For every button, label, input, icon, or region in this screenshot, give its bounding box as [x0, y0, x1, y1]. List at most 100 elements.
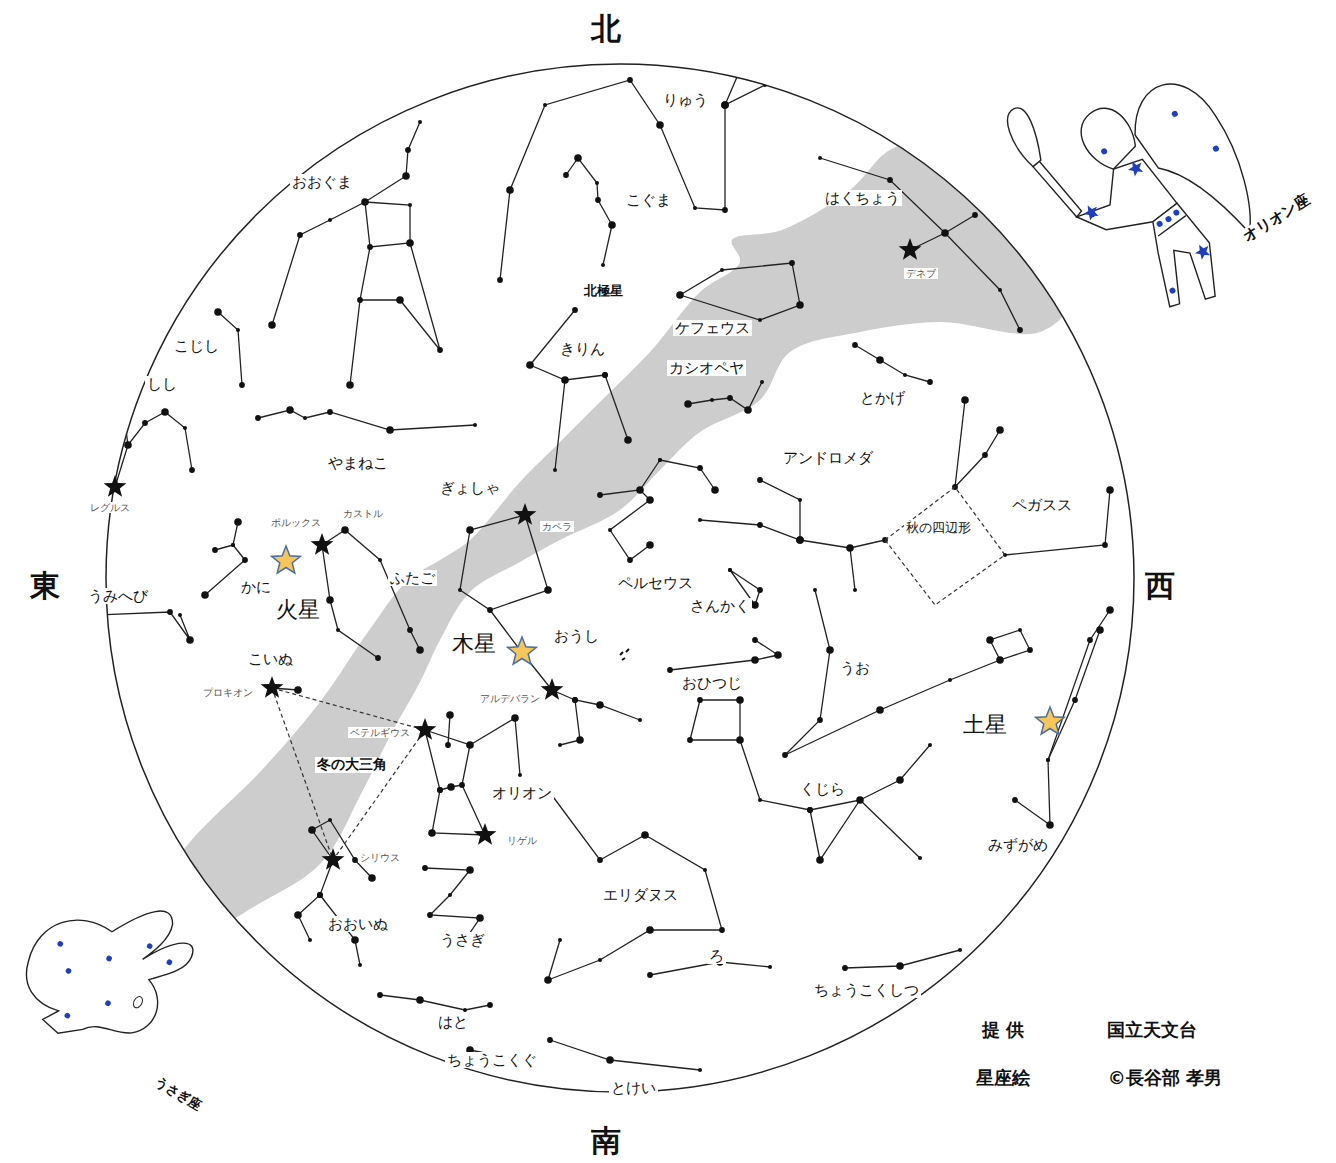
star-dot: [1012, 797, 1018, 803]
star-dot: [186, 636, 194, 644]
star-dot: [697, 697, 703, 703]
constellation-name: とかげ: [858, 390, 907, 407]
star-dot: [446, 711, 454, 719]
star-dot: [796, 536, 804, 544]
hare-star-dot: [64, 1012, 72, 1020]
orion-star-dot: [1168, 287, 1176, 295]
star-dot: [543, 103, 547, 107]
constellation-line: [1048, 630, 1100, 760]
constellation-line: [322, 545, 378, 658]
constellation-line: [470, 718, 520, 775]
star-dot: [406, 239, 414, 247]
constellation-name: ろ: [707, 948, 726, 965]
constellation-name: りゅう: [661, 92, 710, 109]
star-dot: [1046, 758, 1050, 762]
star-dot: [982, 452, 988, 458]
star-dot: [813, 588, 817, 592]
star-dot: [88, 684, 96, 692]
star-dot: [852, 342, 858, 348]
star-dot: [518, 773, 522, 777]
star-dot: [326, 596, 334, 604]
star-dot: [608, 221, 616, 229]
constellation-line: [760, 480, 800, 540]
star-dot: [807, 807, 813, 813]
constellation-line: [448, 715, 450, 745]
star-dot: [641, 831, 649, 839]
star-dot: [774, 651, 782, 659]
star-dot: [627, 557, 633, 563]
star-dot: [728, 568, 732, 572]
star-dot: [497, 277, 503, 283]
star-dot: [602, 372, 608, 378]
star-dot: [711, 486, 719, 494]
star-dot: [638, 718, 642, 722]
star-dot: [722, 207, 728, 213]
constellation-line: [955, 430, 1000, 487]
bright-star-symbol: [311, 533, 334, 555]
orion-star-dot: [1212, 145, 1220, 153]
star-dot: [308, 938, 312, 942]
star-dot: [846, 544, 854, 552]
hare-star-dot: [65, 967, 73, 975]
constellation-line: [425, 868, 480, 940]
star-dot: [214, 308, 222, 316]
constellation-line: [955, 400, 965, 487]
constellation-name: ペガスス: [1010, 497, 1074, 514]
star-dot: [744, 406, 752, 414]
star-dot: [545, 977, 551, 983]
constellation-line: [425, 730, 485, 835]
star-dot: [595, 197, 601, 203]
star-name: プロキオン: [201, 687, 255, 698]
star-dot: [796, 301, 804, 309]
star-dot: [422, 865, 428, 871]
constellation-name: ペルセウス: [616, 575, 695, 592]
constellation-line: [605, 375, 628, 440]
constellation-line: [312, 820, 372, 878]
star-dot: [561, 376, 569, 384]
bright-star-symbol: [414, 718, 437, 740]
star-dot: [268, 321, 276, 329]
star-dot: [595, 181, 599, 185]
hare-outline: [3, 865, 204, 1072]
star-dot: [997, 657, 1003, 663]
star-dot: [402, 172, 410, 180]
asterism-name: 冬の大三角: [315, 757, 389, 772]
constellation-name: おおいぬ: [326, 916, 390, 933]
star-dot: [368, 874, 376, 882]
sky-disc: [106, 64, 1134, 1092]
constellation-name: おうし: [552, 628, 601, 645]
constellation-line: [548, 940, 560, 980]
star-dot: [606, 1056, 614, 1064]
star-dot: [357, 297, 363, 303]
star-dot: [466, 866, 474, 874]
star-dot: [506, 186, 514, 194]
star-dot: [896, 962, 904, 970]
constellation-name: おおぐま: [290, 174, 354, 191]
star-dot: [876, 706, 884, 714]
star-dot: [346, 381, 354, 389]
planet-name: 土星: [961, 713, 1009, 737]
star-dot: [428, 829, 436, 837]
star-dot: [996, 426, 1004, 434]
star-dot: [1087, 637, 1093, 643]
credit-text: 提 供: [980, 1020, 1026, 1040]
constellation-name: カシオペヤ: [667, 360, 746, 377]
star-dot: [757, 522, 763, 528]
constellation-line: [272, 202, 365, 325]
star-dot: [142, 420, 148, 426]
orion-legs: [1128, 199, 1232, 318]
star-dot: [544, 586, 552, 594]
constellation-line: [380, 995, 490, 1010]
star-dot: [768, 965, 772, 969]
star-dot: [842, 965, 848, 971]
star-dot: [721, 101, 729, 109]
bright-star-symbol: [541, 678, 564, 700]
star-name: カストル: [341, 508, 385, 519]
star-dot: [751, 656, 759, 664]
star-dot: [928, 743, 932, 747]
star-dot: [596, 701, 604, 709]
orion-arm: [1032, 155, 1083, 224]
sky-outline: [106, 64, 1134, 1092]
star-dot: [1106, 606, 1114, 614]
planet-symbol: [508, 637, 537, 664]
